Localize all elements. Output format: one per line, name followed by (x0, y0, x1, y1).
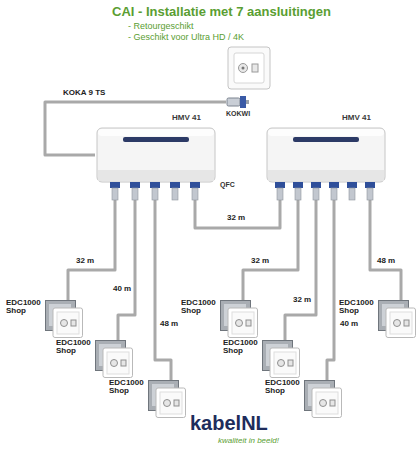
outlet-illustration (304, 380, 342, 418)
text-holder: EDC1000 Shop (56, 339, 92, 356)
outlet-illustration (220, 300, 258, 338)
wall-outlet: EDC1000 Shop (378, 300, 416, 338)
tap-connector: KOKWI (226, 95, 253, 118)
wall-outlet: EDC1000 Shop (220, 300, 258, 338)
label-holder: kwaliteit in beeld! (218, 436, 279, 445)
cable-type: KOKA 9 TS (62, 89, 106, 98)
label-holder: 32 m (75, 257, 95, 266)
cable-length: 48 m (159, 320, 179, 329)
coax-cable (327, 200, 334, 380)
wall-outlet: EDC1000 Shop (148, 380, 186, 418)
cable-length: 40 m (112, 285, 132, 294)
label-holder: KOKA 9 TS (62, 89, 106, 98)
wall-outlet: EDC1000 Shop (304, 380, 342, 418)
label-holder: 32 m (250, 257, 270, 266)
outlet-label: EDC1000 Shop (6, 299, 42, 316)
coax-cable (68, 200, 115, 300)
amplifier-illustration (95, 126, 217, 200)
label-holder: 40 m (112, 285, 132, 294)
text-holder: HMV 41 (95, 112, 217, 126)
text-holder: EDC1000 Shop (223, 339, 259, 356)
cable-length: 32 m (250, 257, 270, 266)
component-label: QFC (220, 181, 235, 189)
label-holder: kabelNL (190, 412, 268, 435)
amplifier: HMV 41 (95, 112, 217, 200)
logo-text: kabelNL (190, 412, 268, 435)
label-holder: 40 m (339, 320, 359, 329)
wall-outlet: EDC1000 Shop (95, 340, 133, 378)
outlet-label: EDC1000 Shop (56, 339, 92, 356)
amplifier-illustration (265, 126, 387, 200)
coax-cable (243, 200, 298, 300)
connector-label: KOKWI (226, 110, 253, 118)
label-holder: - Geschikt voor Ultra HD / 4K (128, 32, 244, 42)
cable-length: 48 m (376, 257, 396, 266)
label-holder: - Retourgeschikt (128, 21, 194, 31)
label-holder: 48 m (159, 320, 179, 329)
cable-length: 40 m (339, 320, 359, 329)
label-holder: 32 m (226, 214, 246, 223)
text-holder: KOKWI (226, 95, 253, 118)
text-holder: HMV 41 (265, 112, 387, 126)
coax-cable (195, 200, 280, 228)
feature-note: - Geschikt voor Ultra HD / 4K (128, 32, 244, 42)
text-holder: EDC1000 Shop (109, 379, 145, 396)
outlet-label: EDC1000 Shop (265, 379, 301, 396)
label-holder: QFC (220, 181, 235, 189)
amplifier-label: HMV 41 (95, 112, 201, 124)
wall-outlet: EDC1000 Shop (262, 340, 300, 378)
feature-note: - Retourgeschikt (128, 21, 194, 31)
outlet-label: EDC1000 Shop (109, 379, 145, 396)
wall-outlet-illustration (228, 47, 270, 89)
cable-length: 32 m (226, 214, 246, 223)
coax-cable (155, 200, 171, 380)
wall-outlet: EDC1000 Shop (45, 300, 83, 338)
outlet-label: EDC1000 Shop (339, 299, 375, 316)
text-holder: EDC1000 Shop (181, 299, 217, 316)
outlet-label: EDC1000 Shop (223, 339, 259, 356)
coax-cable (285, 200, 316, 340)
outlet-label: EDC1000 Shop (181, 299, 217, 316)
label-holder: 48 m (376, 257, 396, 266)
text-holder: EDC1000 Shop (265, 379, 301, 396)
outlet-illustration (45, 300, 83, 338)
cable-length: 32 m (292, 296, 312, 305)
tagline: kwaliteit in beeld! (218, 436, 279, 445)
outlet-illustration (262, 340, 300, 378)
amplifier: HMV 41 (265, 112, 387, 200)
text-holder: EDC1000 Shop (339, 299, 375, 316)
amplifier-label: HMV 41 (265, 112, 371, 124)
coax-cable (118, 200, 135, 340)
outlet-illustration (378, 300, 416, 338)
title-holder: CAI - Installatie met 7 aansluitingen (112, 4, 331, 20)
connector-illustration (226, 95, 250, 109)
cable-length: 32 m (75, 257, 95, 266)
outlet-illustration (95, 340, 133, 378)
label-holder: 32 m (292, 296, 312, 305)
outlet-illustration (148, 380, 186, 418)
coax-cable (370, 200, 401, 300)
diagram-title: CAI - Installatie met 7 aansluitingen (112, 4, 331, 20)
text-holder: EDC1000 Shop (6, 299, 42, 316)
